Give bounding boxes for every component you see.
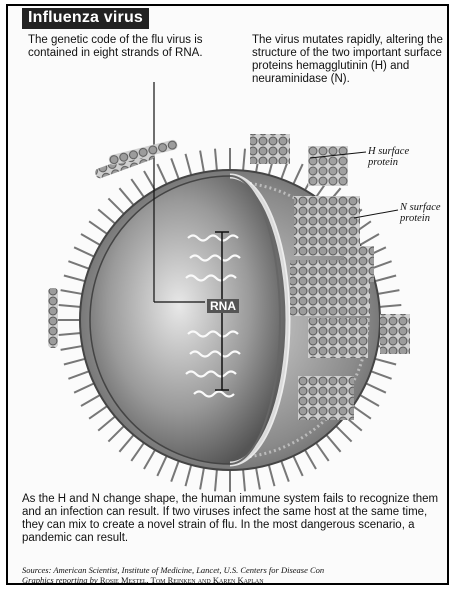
surface-spike	[215, 467, 217, 491]
surface-spike	[68, 261, 91, 269]
surface-spike	[81, 234, 102, 246]
credits-line: Graphics reporting by Rosie Mestel, Tom …	[22, 575, 446, 585]
surface-spike	[200, 151, 204, 175]
surface-spike	[61, 346, 85, 350]
surface-spike	[256, 466, 260, 490]
credits-prefix: Graphics reporting by	[22, 575, 98, 585]
intro-right-text: The virus mutates rapidly, altering the …	[252, 34, 448, 86]
surface-spike	[268, 463, 274, 486]
surface-spike	[358, 234, 379, 246]
surface-spike	[373, 358, 396, 364]
surface-spike	[98, 415, 116, 431]
surface-spike	[171, 158, 179, 181]
surface-spike	[74, 383, 96, 393]
surface-spike	[98, 209, 116, 225]
surface-spike	[119, 433, 134, 451]
surface-spike	[59, 333, 83, 335]
surface-spike	[59, 305, 83, 307]
surface-spike	[81, 394, 102, 406]
surface-spike	[335, 425, 352, 442]
surface-spike	[364, 383, 386, 393]
surface-spike	[186, 154, 192, 177]
surface-spike	[89, 221, 109, 235]
surface-spike	[281, 459, 289, 482]
surface-spike	[186, 463, 192, 486]
surface-spike	[200, 466, 204, 490]
infographic-frame: Influenza virus The genetic code of the …	[6, 4, 449, 585]
surface-spike	[157, 454, 167, 476]
surface-spike	[215, 149, 217, 173]
rna-label: RNA	[207, 299, 239, 313]
surface-spike	[61, 290, 85, 294]
surface-spike	[293, 164, 303, 186]
surface-spike	[243, 467, 245, 491]
surface-spike	[108, 198, 125, 215]
surface-spike	[304, 448, 316, 469]
explanation-text: As the H and N change shape, the human i…	[22, 493, 446, 545]
surface-spike	[293, 454, 303, 476]
surface-spike	[377, 305, 401, 307]
surface-spike	[369, 371, 392, 379]
surface-spike	[89, 405, 109, 419]
surface-spike	[376, 290, 400, 294]
n-surface-protein-label: N surface protein	[400, 202, 449, 224]
surface-spike	[243, 149, 245, 173]
surface-spike	[325, 433, 341, 451]
surface-spike	[64, 358, 87, 364]
h-surface-protein-label: H surface protein	[368, 146, 438, 168]
intro-left-text: The genetic code of the flu virus is con…	[28, 34, 203, 60]
sources-credits: Sources: American Scientist, Institute o…	[22, 565, 446, 585]
surface-spike	[144, 448, 156, 469]
surface-spike	[119, 188, 134, 206]
surface-spike	[315, 441, 329, 461]
surface-spike	[131, 179, 145, 199]
surface-spike	[358, 394, 379, 406]
surface-spike	[373, 276, 396, 282]
sources-line: Sources: American Scientist, Institute o…	[22, 565, 446, 575]
surface-spike	[68, 371, 91, 379]
surface-spike	[351, 405, 371, 419]
surface-spike	[131, 441, 145, 461]
surface-spike	[74, 247, 96, 257]
surface-spike	[171, 459, 179, 482]
surface-spike	[64, 276, 87, 282]
surface-spike	[157, 164, 167, 186]
credits-names: Rosie Mestel, Tom Reinken and Karen Kapl…	[100, 575, 264, 585]
page-title: Influenza virus	[22, 8, 149, 29]
surface-spike	[108, 425, 125, 442]
n-protein-cluster	[290, 196, 410, 420]
